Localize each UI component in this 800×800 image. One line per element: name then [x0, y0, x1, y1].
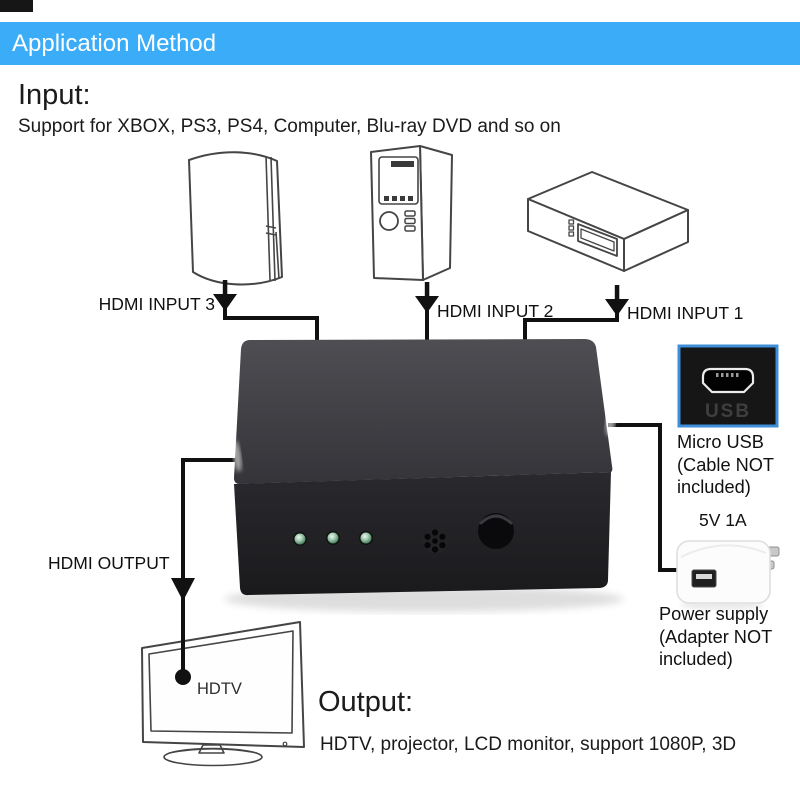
input-section-heading: Input:	[18, 79, 91, 111]
micro-usb-port-icon	[701, 367, 755, 394]
arrow-down-icon-input-1	[605, 285, 629, 316]
led-indicator	[293, 532, 307, 546]
adapter-top-edge	[680, 544, 767, 558]
header-bar	[0, 22, 800, 65]
micro-usb-note-line: included)	[677, 477, 751, 497]
tower-vent-squares	[384, 196, 413, 201]
led-indicator	[326, 531, 340, 545]
power-supply-note-line: (Adapter NOT	[659, 626, 773, 647]
power-adapter-drawing	[676, 540, 780, 610]
power-supply-note: Power supply (Adapter NOT included)	[659, 603, 772, 671]
box-front-face	[234, 472, 611, 596]
hdmi-switch-box	[224, 339, 624, 612]
connector-line-output	[181, 458, 236, 672]
power-rating-label: 5V 1A	[699, 510, 747, 530]
corner-artifact	[0, 0, 33, 12]
arrow-down-icon-input-3	[213, 280, 237, 311]
ps3-seam-lines	[265, 155, 280, 282]
output-section-description: HDTV, projector, LCD monitor, support 10…	[320, 734, 737, 755]
arrow-down-icon-output	[171, 578, 195, 601]
usb-ghost-text: USB	[705, 401, 751, 422]
ps3-body	[188, 151, 283, 286]
output-section-heading: Output:	[318, 686, 414, 718]
input-section-description: Support for XBOX, PS3, PS4, Computer, Bl…	[18, 116, 561, 137]
box-top-face	[234, 339, 613, 484]
hdmi-input-1-label: HDMI INPUT 1	[627, 303, 744, 323]
hdtv-label: HDTV	[197, 680, 242, 698]
ir-sensor	[422, 528, 448, 554]
tv-stand-base-rim	[168, 748, 258, 754]
micro-usb-note-line: Micro USB	[677, 432, 764, 452]
bluray-display	[577, 223, 618, 257]
micro-usb-tile: USB	[677, 344, 779, 428]
hdmi-input-2-label: HDMI INPUT 2	[437, 301, 554, 321]
bluray-front-buttons	[568, 219, 575, 237]
hdmi-output-label: HDMI OUTPUT	[48, 553, 170, 573]
usb-a-tongue	[696, 574, 712, 579]
switch-button	[478, 513, 514, 549]
page-title: Application Method	[12, 30, 217, 57]
cable-end-dot	[175, 669, 191, 685]
arrows	[171, 280, 629, 685]
bluray-right-face	[623, 209, 689, 272]
hdmi-input-3-label: HDMI INPUT 3	[98, 294, 215, 314]
micro-usb-note: Micro USB (Cable NOT included)	[677, 431, 774, 499]
tower-front-panel	[378, 156, 419, 205]
tower-front-face	[370, 145, 424, 281]
led-indicators	[293, 531, 373, 546]
tv-power-led	[282, 741, 288, 747]
power-supply-note-line: included)	[659, 649, 733, 669]
tower-drive-slot	[391, 161, 414, 167]
tower-power-button	[379, 211, 399, 231]
tower-side-face	[419, 145, 453, 281]
arrow-down-icon-input-2	[415, 282, 439, 313]
bluray-player-drawing	[527, 171, 689, 272]
tower-button-stack	[404, 210, 416, 232]
ps3-console-drawing	[188, 151, 283, 286]
bluray-display-inner	[580, 228, 615, 252]
box-glare-right	[605, 400, 617, 436]
power-supply-note-line: Power supply	[659, 604, 769, 624]
led-indicator	[359, 531, 373, 545]
computer-tower-drawing	[370, 145, 453, 281]
connector-line-input-3	[223, 296, 319, 346]
connector-line-power	[608, 423, 684, 572]
box-glare-left	[232, 440, 242, 472]
micro-usb-note-line: (Cable NOT	[677, 454, 775, 475]
